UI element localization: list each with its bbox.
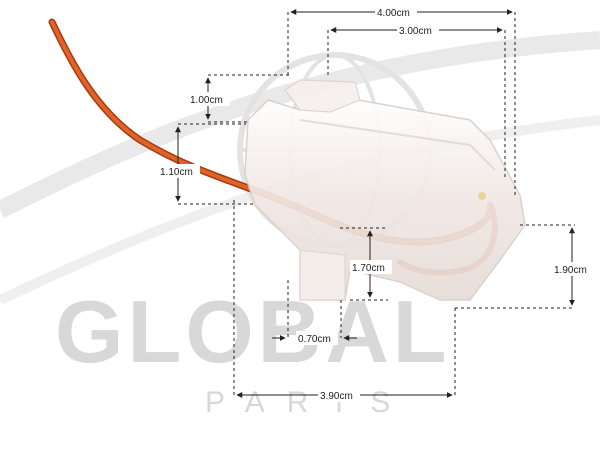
label-foot-width: 0.70cm <box>298 334 331 345</box>
watermark-brand: GLOBAL <box>55 282 451 381</box>
dimension-labels: 4.00cm 3.00cm 1.00cm 1.10cm 1.70cm 1.90c… <box>158 5 594 402</box>
clip-inner-ridge <box>299 119 496 171</box>
label-top-inner: 3.00cm <box>399 26 432 37</box>
clip-top-tab <box>284 79 361 113</box>
label-left-height: 1.10cm <box>160 167 193 178</box>
label-bottom-width: 3.90cm <box>320 391 353 402</box>
cable-clip <box>244 79 526 301</box>
label-top-outer: 4.00cm <box>377 8 410 19</box>
label-right-height: 1.90cm <box>554 265 587 276</box>
watermark-tagline: PARTS <box>205 386 412 419</box>
label-top-height: 1.00cm <box>190 95 223 106</box>
watermark-swoosh <box>0 31 600 219</box>
clip-pin <box>478 192 486 200</box>
label-inner-height: 1.70cm <box>352 263 385 274</box>
clip-foot <box>299 249 346 301</box>
